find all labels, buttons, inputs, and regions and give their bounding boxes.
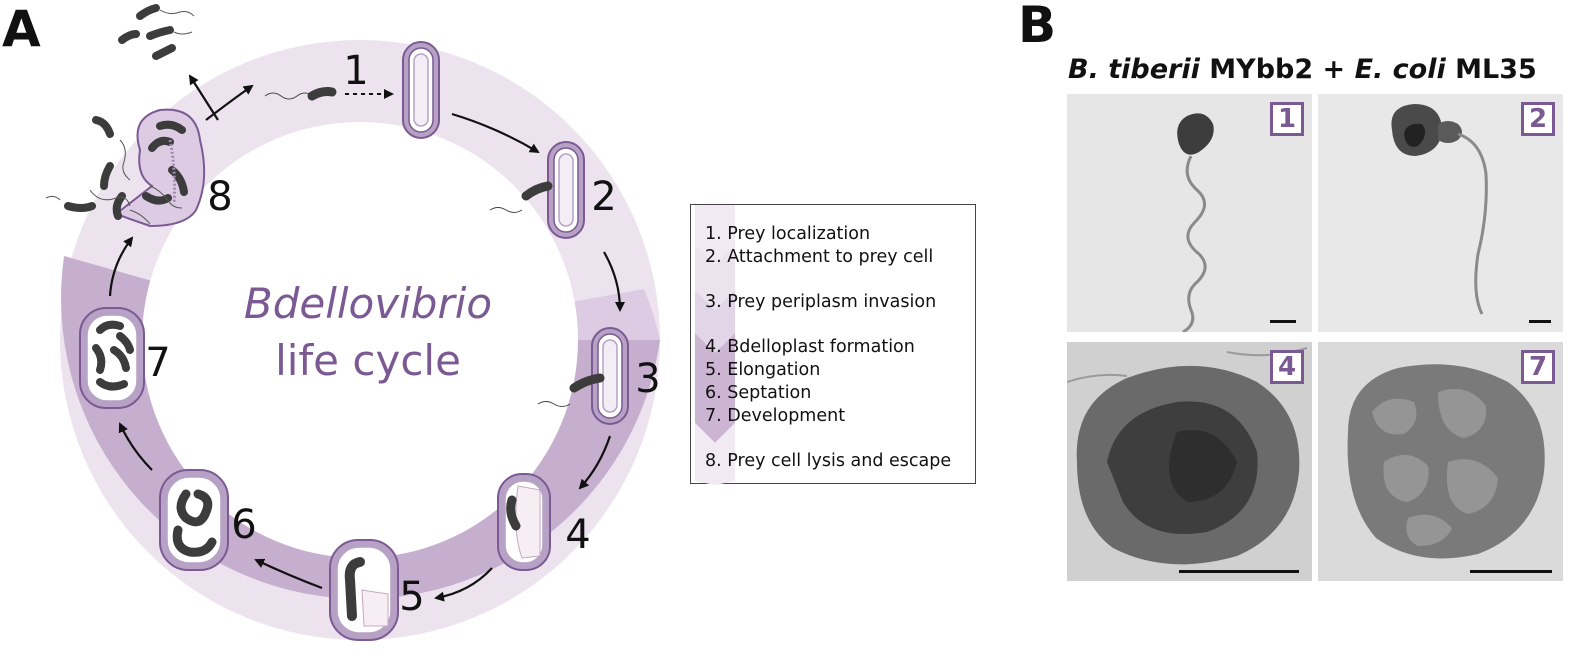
panel-b-title: B. tiberii MYbb2 + E. coli ML35 xyxy=(1068,54,1537,85)
legend-item-5: 5. Elongation xyxy=(705,360,821,380)
released-bdellovibrios xyxy=(118,4,195,60)
micrograph-1: 1 xyxy=(1067,94,1312,332)
stage-3-prey-cell xyxy=(537,327,629,425)
legend-item-8: 8. Prey cell lysis and escape xyxy=(705,451,952,471)
stage-number-8: 8 xyxy=(207,174,232,220)
stage-7-development xyxy=(79,307,145,409)
stage-legend: 1. Prey localization 2. Attachment to pr… xyxy=(690,204,976,485)
title-strain-2: ML35 xyxy=(1445,54,1537,85)
stage-6-septation xyxy=(159,469,229,571)
micrograph-label-4: 4 xyxy=(1270,350,1304,384)
title-species-2: E. coli xyxy=(1354,54,1446,85)
arrow-2-to-3 xyxy=(603,251,625,312)
stage-4-bdelloplast xyxy=(497,473,551,571)
stage-5-elongation xyxy=(329,539,399,641)
stage-1-bdellovibrio xyxy=(264,87,337,101)
arrow-3-to-4 xyxy=(578,435,612,490)
stage-number-4: 4 xyxy=(565,512,590,558)
arrow-4-to-5 xyxy=(434,567,493,602)
legend-item-2: 2. Attachment to prey cell xyxy=(705,247,934,267)
legend-item-7: 7. Development xyxy=(705,406,846,426)
stage-number-2: 2 xyxy=(591,174,616,220)
micrograph-label-1: 1 xyxy=(1270,102,1304,136)
arrow-to-release xyxy=(188,74,219,121)
arrow-6-to-7 xyxy=(118,422,153,471)
life-cycle-diagram: Bdellovibrio life cycle xyxy=(45,4,661,641)
stage-number-7: 7 xyxy=(145,340,170,386)
stage-2-prey-cell xyxy=(489,141,585,239)
micrograph-label-2: 2 xyxy=(1521,102,1555,136)
arrow-1-to-2 xyxy=(451,112,540,154)
micrograph-label-7: 7 xyxy=(1521,350,1555,384)
legend-item-4: 4. Bdelloplast formation xyxy=(705,337,915,357)
legend-item-3: 3. Prey periplasm invasion xyxy=(705,292,937,312)
stage-1-prey-cell xyxy=(402,41,440,139)
panel-b-letter: B xyxy=(1018,0,1057,54)
stage-number-1: 1 xyxy=(343,48,368,94)
arrow-8-to-1 xyxy=(205,84,254,121)
stage-number-3: 3 xyxy=(635,356,660,402)
stage-number-6: 6 xyxy=(231,502,256,548)
ring-inner-hole xyxy=(142,122,578,558)
arrow-7-to-8 xyxy=(108,236,134,297)
center-title-line2: life cycle xyxy=(275,336,461,385)
micrograph-4: 4 xyxy=(1067,342,1312,581)
legend-item-6: 6. Septation xyxy=(705,383,812,403)
center-title-line1: Bdellovibrio xyxy=(244,279,492,328)
stage-8-lysis xyxy=(45,108,206,228)
title-strain-1: MYbb2 + xyxy=(1199,54,1355,85)
micrograph-7: 7 xyxy=(1318,342,1563,581)
title-species-1: B. tiberii xyxy=(1068,54,1200,85)
stage-number-5: 5 xyxy=(399,574,424,620)
arrow-5-to-6 xyxy=(254,558,323,590)
panel-a-letter: A xyxy=(2,0,41,58)
micrograph-2: 2 xyxy=(1318,94,1563,332)
legend-chevrons xyxy=(695,205,735,485)
legend-item-1: 1. Prey localization xyxy=(705,224,871,244)
